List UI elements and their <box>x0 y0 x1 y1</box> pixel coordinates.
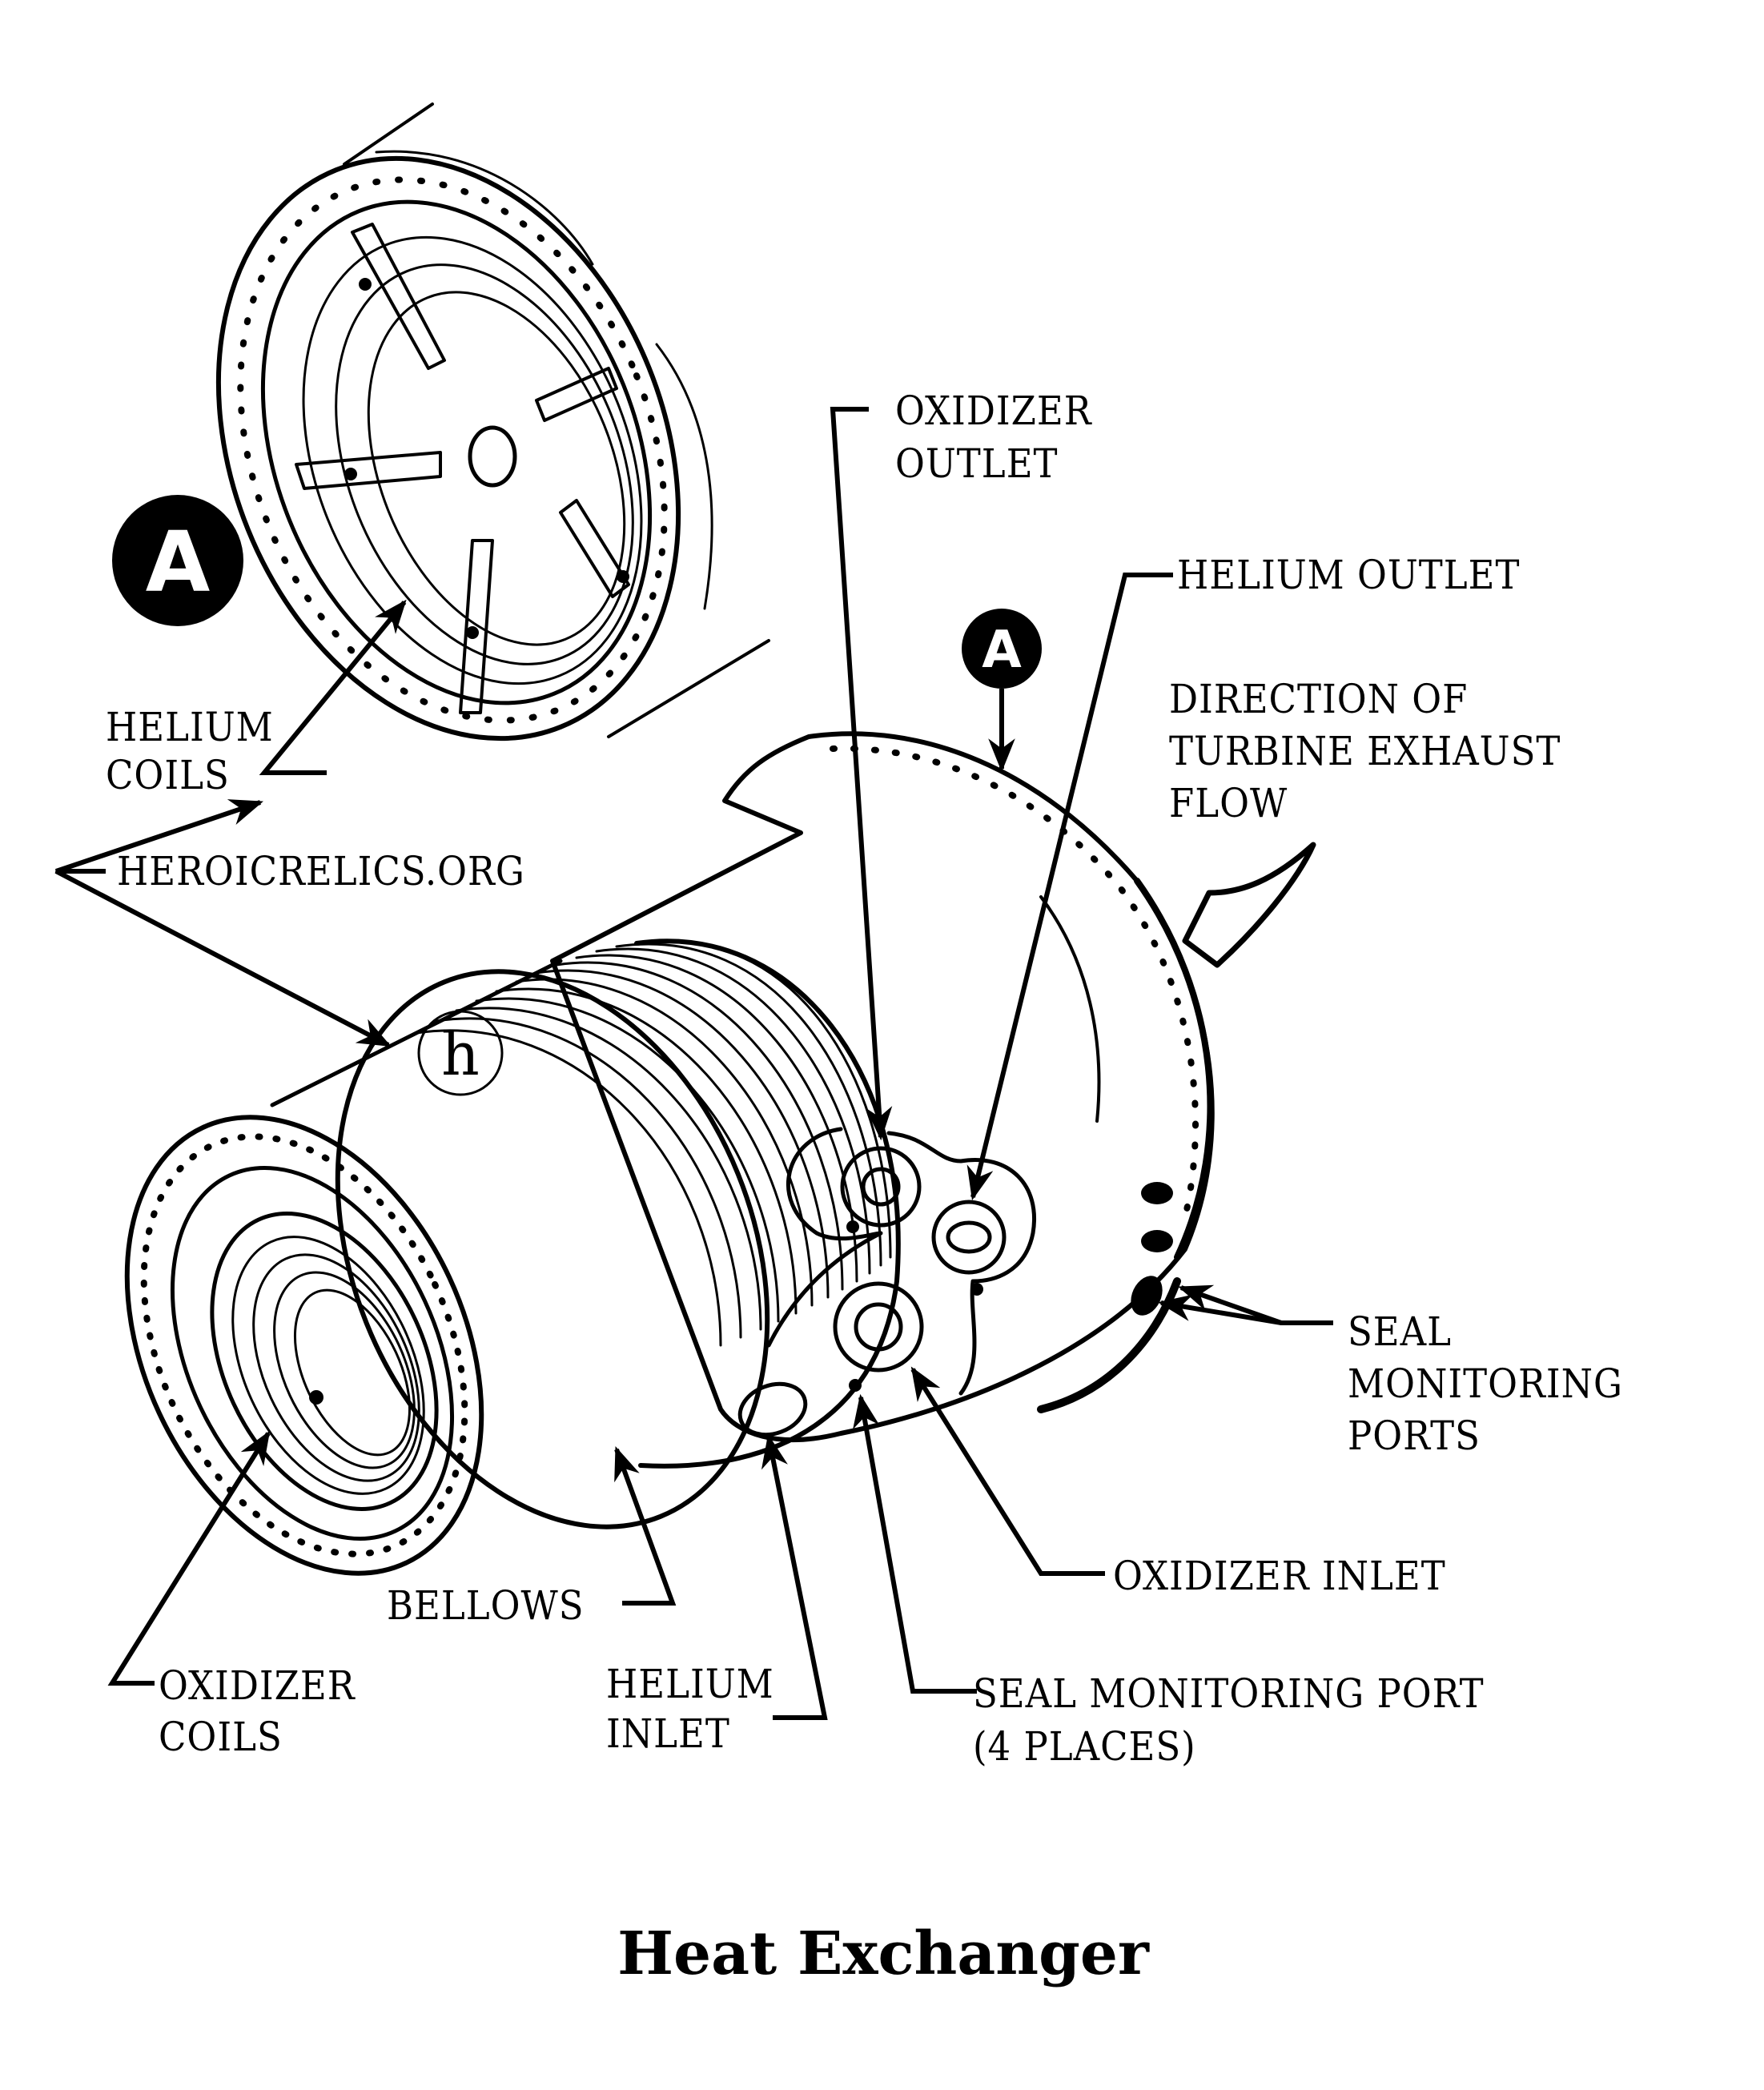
label-oxidizer-outlet: OXIDIZER OUTLET <box>895 388 1104 487</box>
label-oxidizer-coils: OXIDIZER COILS <box>159 1662 368 1760</box>
bellows-ribs <box>415 939 892 1347</box>
detail-a-marker-letter: A <box>982 621 1022 680</box>
label-helium-inlet: HELIUM INLET <box>606 1661 786 1757</box>
label-helium-outlet: HELIUM OUTLET <box>1177 552 1521 598</box>
detail-a-reference-marker: A <box>962 609 1042 773</box>
exhaust-flow-arrow-icon <box>1182 842 1316 968</box>
detail-a-helium-coil-view <box>215 102 770 742</box>
heroicrelics-logo: h <box>417 1010 504 1096</box>
label-direction-of-turbine-exhaust-flow: DIRECTION OF TURBINE EXHAUST FLOW <box>1169 676 1573 826</box>
heat-exchanger-body: h <box>124 731 1316 1576</box>
label-bellows: BELLOWS <box>387 1582 585 1629</box>
label-helium-coils: HELIUM COILS <box>106 704 286 798</box>
watermark-text: HEROICRELICS.ORG <box>117 848 525 894</box>
label-seal-monitoring-port-4-places: SEAL MONITORING PORT (4 PLACES) <box>973 1670 1497 1770</box>
detail-a-badge-letter: A <box>146 513 211 611</box>
label-oxidizer-inlet: OXIDIZER INLET <box>1113 1553 1446 1599</box>
callout-labels: OXIDIZER OUTLET HELIUM OUTLET DIRECTION … <box>106 388 1635 1770</box>
oxidizer-coils-drawing <box>231 1236 425 1495</box>
leader-lines <box>54 407 1333 1720</box>
label-seal-monitoring-ports: SEAL MONITORING PORTS <box>1348 1308 1635 1459</box>
figure-title: Heat Exchanger <box>617 1919 1150 1988</box>
port-cluster <box>737 1127 1173 1437</box>
detail-a-badge: A <box>112 495 243 626</box>
logo-glyph: h <box>441 1020 480 1089</box>
